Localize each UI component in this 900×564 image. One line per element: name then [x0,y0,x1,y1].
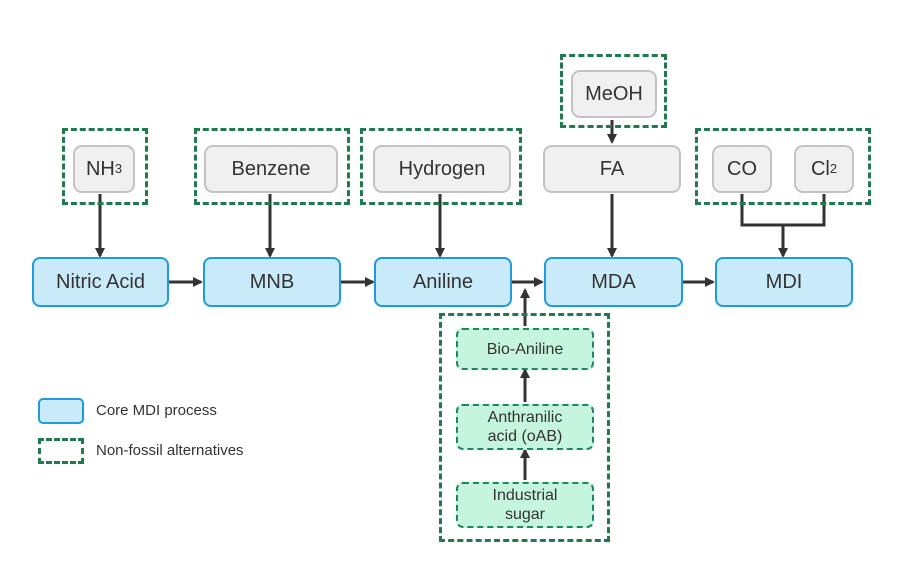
alt-box-co-cl2 [695,128,871,205]
alt-box-meoh [560,54,667,128]
nh3-label: NH [85,157,115,180]
node-anthranilic-acid: Anthranilic acid (oAB) [456,404,594,450]
mda-label: MDA [591,270,636,293]
node-mdi: MDI [715,257,853,307]
co-label: CO [727,157,757,180]
node-aniline: Aniline [374,257,512,307]
nitric-acid-label: Nitric Acid [56,270,145,293]
node-co: CO [712,145,772,193]
node-hydrogen: Hydrogen [373,145,511,193]
node-bio-aniline: Bio-Aniline [456,328,594,370]
sugar-label-line2: sugar [504,506,546,523]
anthranilic-label-line2: acid (oAB) [487,428,563,445]
node-mnb: MNB [203,257,341,307]
meoh-label: MeOH [585,82,643,105]
bio-aniline-label: Bio-Aniline [486,340,564,358]
node-benzene: Benzene [204,145,338,193]
legend-core-swatch [38,398,84,424]
fa-label: FA [599,157,625,180]
mnb-label: MNB [249,270,295,293]
legend-alternatives-label: Non-fossil alternatives [96,442,244,459]
node-industrial-sugar: Industrial sugar [456,482,594,528]
legend-alternatives-swatch [38,438,84,464]
alt-box-benzene [194,128,350,205]
sugar-label-line1: Industrial [492,487,558,504]
node-nitric-acid: Nitric Acid [32,257,169,307]
cl2-label: Cl [810,157,830,180]
benzene-label: Benzene [231,157,311,180]
alt-box-nh3 [62,128,148,205]
hydrogen-label: Hydrogen [398,157,486,180]
alt-box-hydrogen [360,128,522,205]
anthranilic-label-line1: Anthranilic [487,409,563,426]
legend-core-label: Core MDI process [96,402,217,419]
node-mda: MDA [544,257,683,307]
alt-box-bio-pathway [439,313,610,542]
mdi-label: MDI [765,270,803,293]
aniline-label: Aniline [412,270,474,293]
node-fa: FA [543,145,681,193]
node-meoh: MeOH [571,70,657,118]
